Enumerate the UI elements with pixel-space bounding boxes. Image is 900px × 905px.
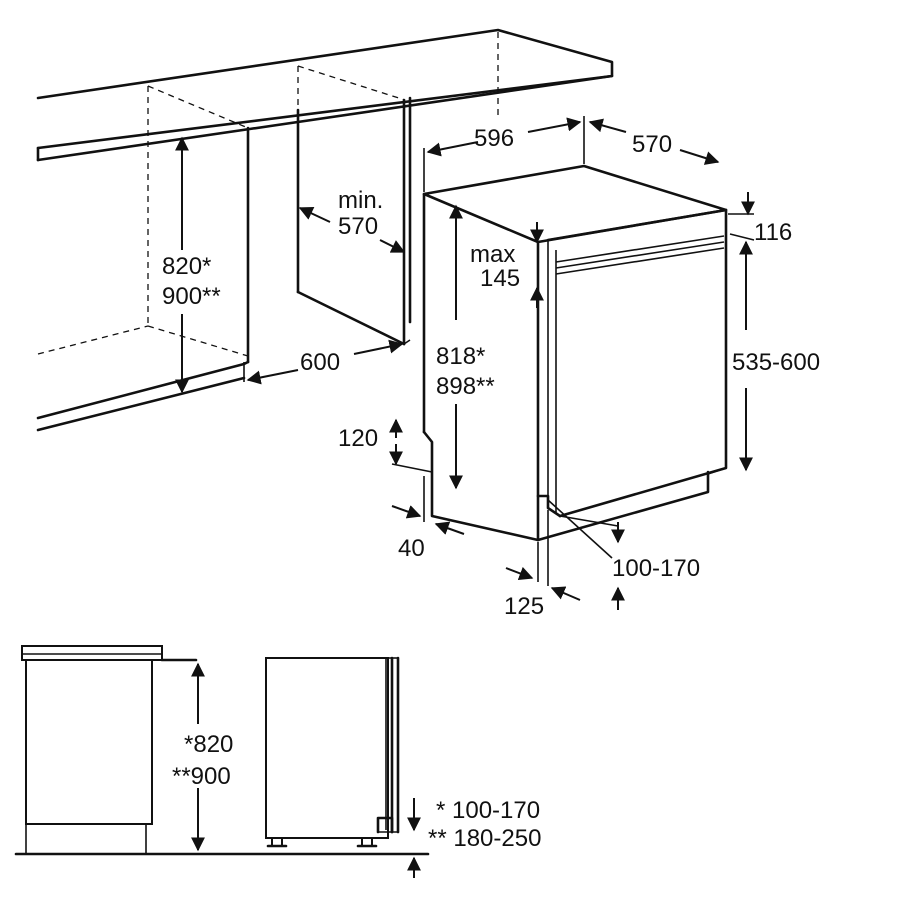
dim-40: 40 xyxy=(398,535,425,562)
dim-min-label: min. xyxy=(338,187,383,214)
dim-900-niche: 900** xyxy=(162,283,221,310)
dim-570-depth: 570 xyxy=(632,131,672,158)
labels-top: 596 570 116 max 145 min. 570 820* 900** … xyxy=(162,125,820,620)
dim-min-value: 570 xyxy=(338,213,378,240)
dim-max-label: max xyxy=(470,241,515,268)
dim-535-600: 535-600 xyxy=(732,349,820,376)
dim-100-170: 100-170 xyxy=(612,555,700,582)
side-dim-820: *820 xyxy=(184,731,233,758)
labels-bottom: *820 **900 * 100-170 ** 180-250 xyxy=(172,731,541,852)
dim-120: 120 xyxy=(338,425,378,452)
dim-898-appliance: 898** xyxy=(436,373,495,400)
dim-596: 596 xyxy=(474,125,514,152)
dimension-lines-top xyxy=(175,116,755,610)
side-dim-180-250: ** 180-250 xyxy=(428,825,541,852)
side-dim-100-170: * 100-170 xyxy=(436,797,540,824)
dim-116: 116 xyxy=(754,219,792,246)
dim-125: 125 xyxy=(504,593,544,620)
dim-818-appliance: 818* xyxy=(436,343,485,370)
side-elevation xyxy=(14,645,430,878)
dishwasher-body xyxy=(422,164,728,542)
dim-max-value: 145 xyxy=(480,265,520,292)
kitchen-counter xyxy=(36,28,614,432)
dim-820-niche: 820* xyxy=(162,253,211,280)
dim-600: 600 xyxy=(300,349,340,376)
side-dim-900: **900 xyxy=(172,763,231,790)
